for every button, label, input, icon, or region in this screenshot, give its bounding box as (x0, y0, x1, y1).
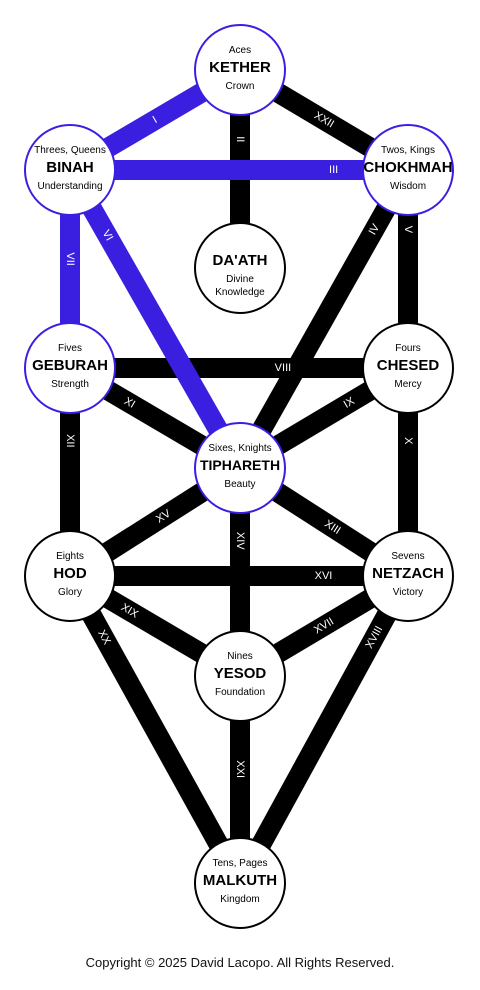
path-xvi-label: XVI (315, 570, 333, 582)
path-vii-label: VII (64, 252, 76, 265)
sephirah-hod-name: HOD (53, 565, 87, 582)
sephirah-yesod-card-label: Nines (227, 651, 253, 662)
sephirah-malkuth-circle (194, 837, 286, 929)
path-xviii-line (231, 571, 417, 888)
path-xii-label: XII (64, 434, 76, 447)
sephirah-yesod-name: YESOD (214, 665, 267, 682)
sephirah-netzach-name: NETZACH (372, 565, 444, 582)
sephirah-geburah-card-label: Fives (58, 343, 82, 354)
sephirah-malkuth-card-label: Tens, Pages (212, 858, 267, 869)
path-viii-label: VIII (275, 362, 292, 374)
sephirah-tiphareth-name: TIPHARETH (200, 457, 280, 473)
path-v-label: V (402, 226, 414, 234)
sephirah-chesed-meaning: Mercy (394, 379, 421, 390)
sephirah-chokhmah-card-label: Twos, Kings (381, 145, 435, 156)
sephirah-binah-circle (24, 124, 116, 216)
sephirah-chesed-name: CHESED (377, 357, 440, 374)
sephirah-kether-name: KETHER (209, 59, 271, 76)
sephirah-yesod-meaning: Foundation (215, 687, 265, 698)
path-xiv-label: XIV (234, 532, 246, 550)
sephirah-kether-card-label: Aces (229, 45, 251, 56)
path-i-label: I (151, 114, 160, 126)
sephirah-hod-card-label: Eights (56, 551, 84, 562)
sephirah-tiphareth-circle (194, 422, 286, 514)
sephirah-kether-meaning: Crown (226, 81, 255, 92)
sephirah-netzach-meaning: Victory (393, 587, 423, 598)
sephirah-geburah-meaning: Strength (51, 379, 89, 390)
sephirah-daath-meaning-line2: Knowledge (215, 287, 265, 298)
copyright-text: Copyright © 2025 David Lacopo. All Right… (85, 955, 395, 970)
path-vi-label: VI (100, 228, 116, 243)
sephirah-daath-name: DA'ATH (213, 252, 268, 269)
path-iv-line (231, 165, 417, 473)
sephirah-daath-circle (194, 222, 286, 314)
sephirah-malkuth-meaning: Kingdom (220, 894, 259, 905)
sephirah-chesed-circle (362, 322, 454, 414)
path-vi-line (61, 165, 249, 473)
sephirah-binah-meaning: Understanding (37, 181, 102, 192)
sephirah-tiphareth-meaning: Beauty (224, 479, 255, 490)
sephirah-chesed-card-label: Fours (395, 343, 421, 354)
path-x-label: X (402, 437, 414, 445)
sephirah-chokhmah-circle (362, 124, 454, 216)
sephirah-hod-meaning: Glory (58, 587, 82, 598)
sephirah-binah-name: BINAH (46, 159, 94, 176)
sephirah-daath-meaning: Divine (226, 274, 254, 285)
path-iii-label: III (329, 164, 338, 176)
sephirah-chokhmah-name: CHOKHMAH (363, 159, 452, 176)
sephirah-geburah-circle (24, 322, 116, 414)
path-xx-line (61, 571, 249, 888)
sephirah-netzach-card-label: Sevens (391, 551, 424, 562)
sephirah-yesod-circle (194, 630, 286, 722)
sephirah-geburah-name: GEBURAH (32, 357, 108, 374)
sephirah-kether-circle (194, 24, 286, 116)
sephirah-malkuth-name: MALKUTH (203, 872, 277, 889)
path-xxi-label: XXI (234, 760, 246, 778)
sephirah-tiphareth-card-label: Sixes, Knights (208, 443, 271, 454)
sephirah-chokhmah-meaning: Wisdom (390, 181, 426, 192)
sephirah-binah-card-label: Threes, Queens (34, 145, 106, 156)
sephirah-hod-circle (24, 530, 116, 622)
sephirah-netzach-circle (362, 530, 454, 622)
path-ii-label: II (234, 136, 246, 142)
